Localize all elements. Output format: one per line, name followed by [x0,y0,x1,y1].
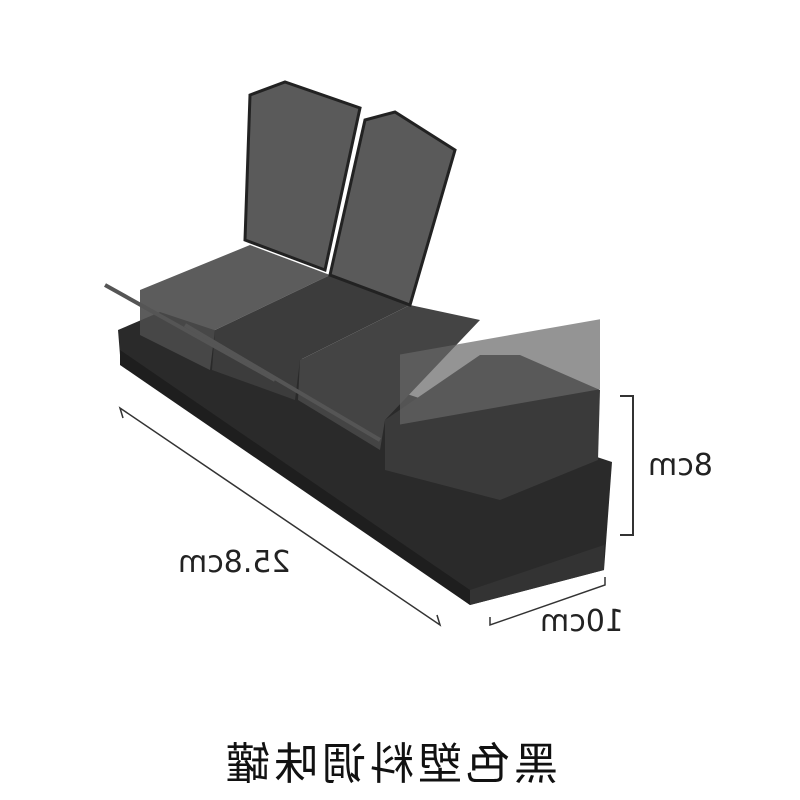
height-dimension-line [620,395,634,536]
compartment-1 [140,245,330,370]
spoon-2 [183,323,382,442]
tray-front [120,350,470,605]
product-caption: 黑色塑料调味罐 [222,739,558,790]
compartment-4-lid [400,319,600,425]
open-lid-1 [243,80,362,273]
tray [118,312,612,605]
spoon-1 [104,283,276,382]
compartment-3 [298,305,480,450]
width-dimension-line [489,577,606,627]
length-dimension-line [118,406,442,627]
length-label: 25.8cm [178,545,291,580]
open-lid-2 [328,110,457,307]
tray-side [470,545,604,605]
height-label: 8cm [648,448,713,483]
width-label: 10cm [540,604,624,639]
